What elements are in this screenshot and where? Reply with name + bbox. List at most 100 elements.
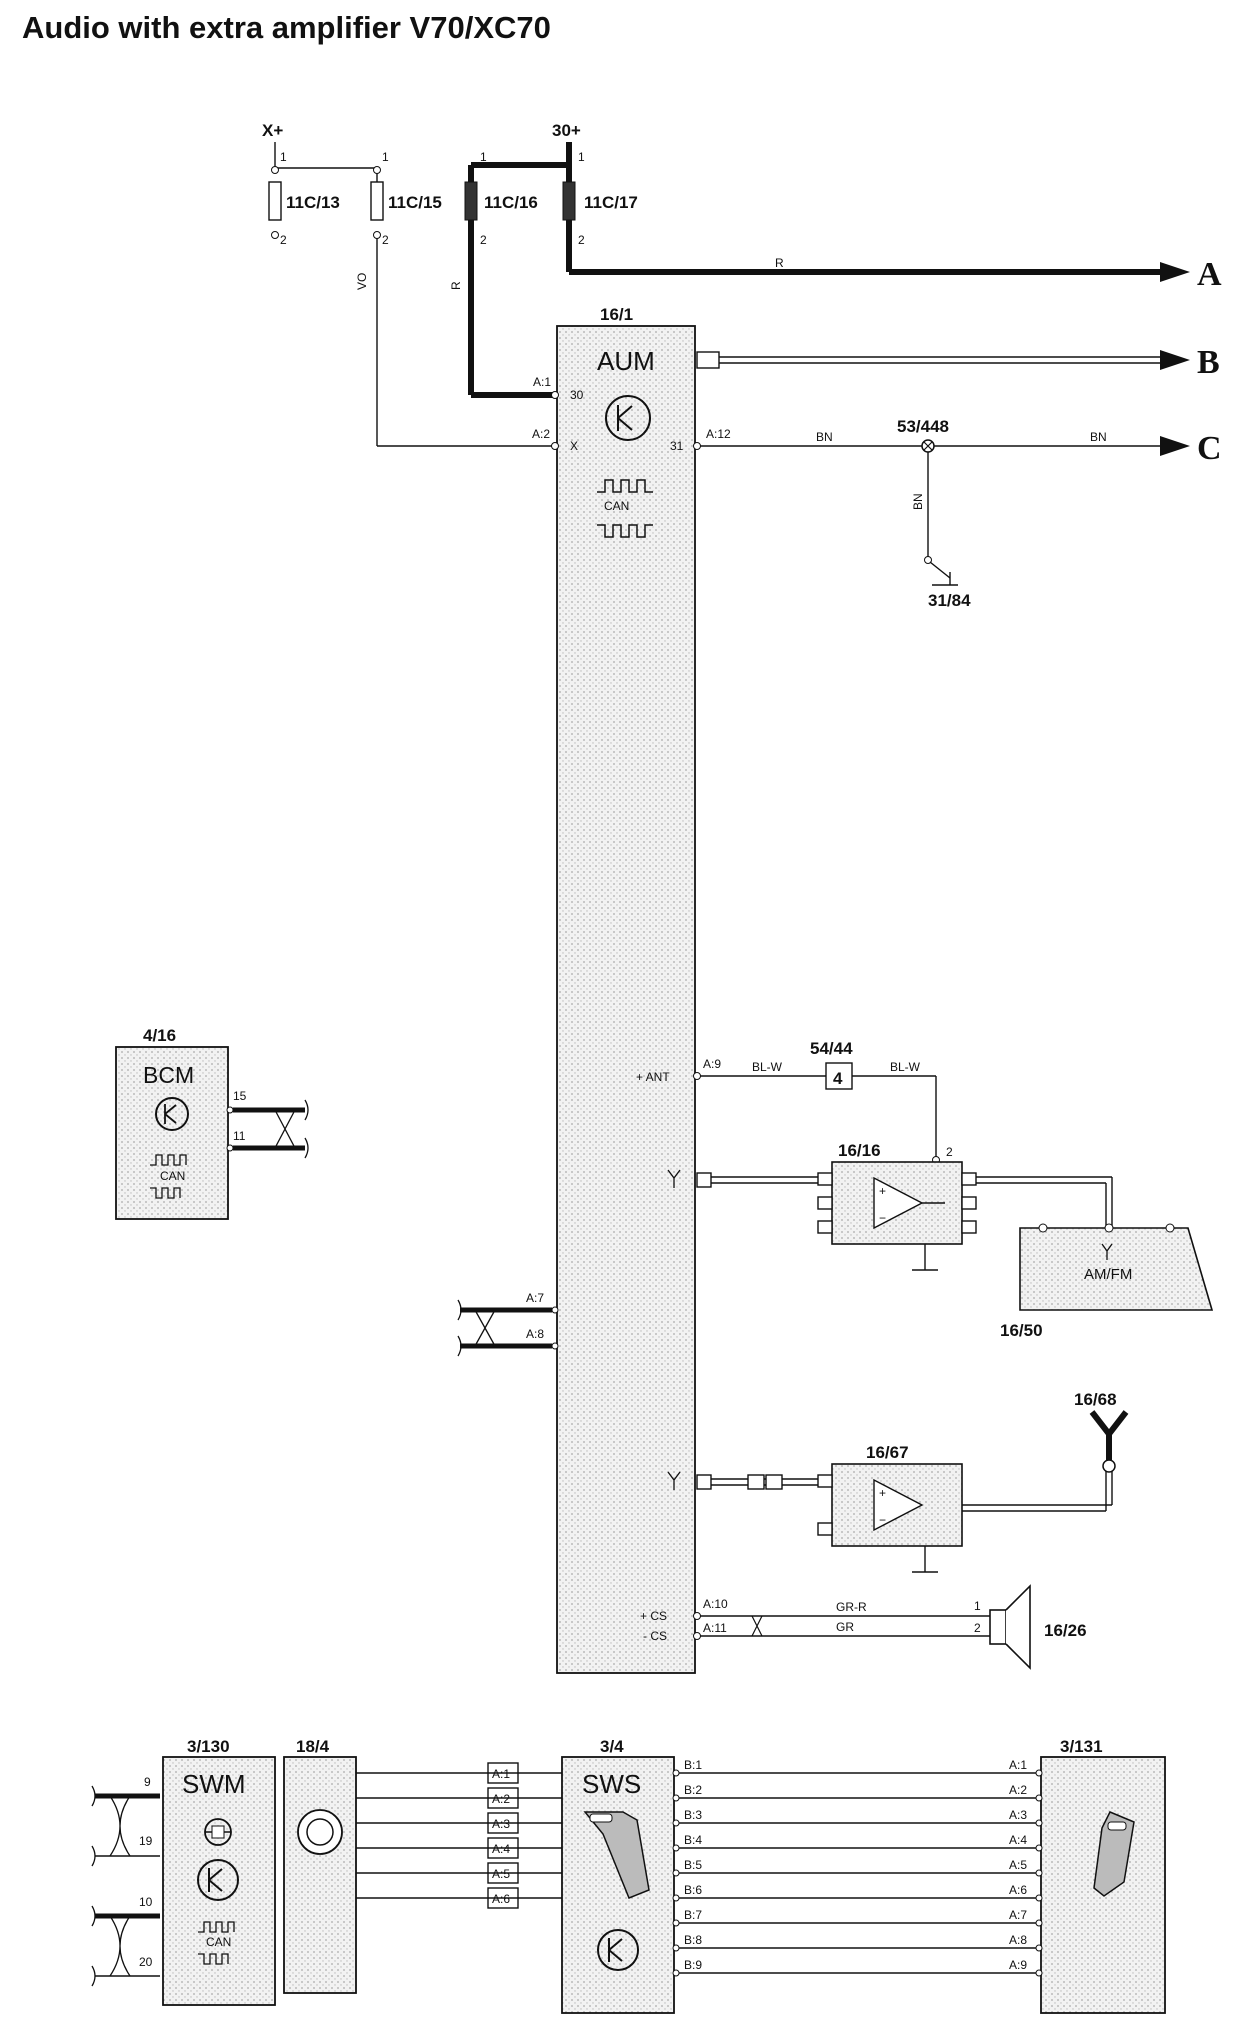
wire-bn1-label: BN (816, 430, 833, 444)
sws-module: 3/4 SWS (561, 1737, 675, 2014)
svg-text:2: 2 (946, 1145, 953, 1159)
sw3131-pin-label: A:2 (1009, 1783, 1027, 1797)
clock-spring-184: 18/4 (283, 1737, 357, 1994)
fuse-11c17: 1 2 11C/17 (562, 150, 638, 247)
sws-id: 3/4 (600, 1737, 624, 1756)
svg-text:16/16: 16/16 (838, 1141, 881, 1160)
amplifier-1616: 16/16 2 + − (817, 1141, 977, 1271)
aum-pin-ant: + ANT (636, 1070, 670, 1084)
svg-text:2: 2 (382, 233, 389, 247)
wire-grr-label: GR-R (836, 1600, 867, 1614)
bcm-id: 4/16 (143, 1026, 176, 1045)
wire-r2-label: R (775, 256, 784, 270)
pin-terminal (672, 1794, 680, 1802)
bcm-pin-15: 15 (233, 1089, 247, 1103)
svg-text:2: 2 (280, 233, 287, 247)
svg-text:A:3: A:3 (492, 1817, 510, 1831)
sws-pin-label: B:5 (684, 1858, 702, 1872)
svg-text:1: 1 (280, 150, 287, 164)
svg-text:1: 1 (382, 150, 389, 164)
pin-terminal (672, 1819, 680, 1827)
sws-pin-label: B:3 (684, 1808, 702, 1822)
svg-text:11C/17: 11C/17 (584, 193, 638, 212)
svg-text:2: 2 (480, 233, 487, 247)
swm-module: 3/130 SWM CAN (162, 1737, 276, 2006)
aum-module: 16/1 AUM CAN (556, 305, 696, 1674)
svg-text:AM/FM: AM/FM (1084, 1266, 1132, 1283)
svg-text:2: 2 (578, 233, 585, 247)
radio-1650: AM/FM 16/50 (1000, 1223, 1214, 1340)
aum-pin-a7: A:7 (526, 1291, 544, 1305)
aum-pin-a1: A:1 (533, 375, 551, 389)
aum-pin-a11: A:11 (703, 1621, 727, 1635)
swm-pins: 9 19 10 20 (91, 1775, 160, 1987)
b30-label: 30+ (552, 121, 581, 140)
pin-terminal (1035, 1919, 1043, 1927)
pin-terminal (1035, 1894, 1043, 1902)
svg-text:16/26: 16/26 (1044, 1621, 1087, 1640)
svg-text:31/84: 31/84 (928, 591, 971, 610)
aum-pin-a8-label: A:8 (526, 1327, 544, 1341)
svg-text:1: 1 (578, 150, 585, 164)
sw3131-pin-label: A:4 (1009, 1833, 1027, 1847)
sw3131-pin-label: A:6 (1009, 1883, 1027, 1897)
svg-text:18/4: 18/4 (296, 1737, 330, 1756)
sws-name: SWS (582, 1769, 641, 1799)
svg-text:1: 1 (974, 1599, 981, 1613)
aum-pin-x: X (570, 439, 578, 453)
aum-antenna-icon (667, 1169, 681, 1188)
output-b: B (1197, 344, 1220, 381)
sws-pin-label: B:2 (684, 1783, 702, 1797)
pin-terminal (672, 1769, 680, 1777)
sws-pin-label: B:6 (684, 1883, 702, 1897)
svg-text:16/68: 16/68 (1074, 1390, 1117, 1409)
splice-53448: 53/448 (897, 417, 949, 453)
aum-id: 16/1 (600, 305, 633, 324)
aum-pin-a12: A:12 (706, 427, 731, 441)
pin-terminal (672, 1894, 680, 1902)
aum-can: CAN (604, 499, 629, 513)
svg-text:53/448: 53/448 (897, 417, 949, 436)
bcm-pin-11: 11 (233, 1129, 246, 1143)
antenna-1668: 16/68 (1074, 1390, 1129, 1473)
wire-bn2-label: BN (1090, 430, 1107, 444)
svg-text:10: 10 (139, 1895, 153, 1909)
wire-blw1-label: BL-W (752, 1060, 783, 1074)
svg-text:54/44: 54/44 (810, 1039, 853, 1058)
svg-text:11C/15: 11C/15 (388, 193, 442, 212)
svg-text:3/131: 3/131 (1060, 1737, 1103, 1756)
svg-text:+: + (879, 1184, 886, 1198)
svg-text:A:6: A:6 (492, 1892, 510, 1906)
svg-text:−: − (879, 1211, 886, 1225)
svg-text:A:5: A:5 (492, 1867, 510, 1881)
ground-3184: 31/84 (924, 556, 971, 610)
bcm-name: BCM (143, 1062, 194, 1088)
xplus-label: X+ (262, 121, 283, 140)
aum-pin-csp: + CS (640, 1609, 667, 1623)
diagram-title: Audio with extra amplifier V70/XC70 (22, 10, 551, 45)
svg-text:16/50: 16/50 (1000, 1321, 1043, 1340)
svg-text:1: 1 (480, 150, 487, 164)
fuse-11c16: 1 2 11C/16 (464, 150, 538, 247)
svg-text:+: + (879, 1486, 886, 1500)
fuse-11c15: 1 2 11C/15 (370, 150, 442, 247)
svg-text:−: − (879, 1513, 886, 1527)
wire-gr-label: GR (836, 1620, 854, 1634)
svg-text:20: 20 (139, 1955, 153, 1969)
sw3131-pin-label: A:9 (1009, 1958, 1027, 1972)
sws-pin-label: B:8 (684, 1933, 702, 1947)
sw3131-pin-label: A:7 (1009, 1908, 1027, 1922)
aum-pin-a10: A:10 (703, 1597, 728, 1611)
sw3131-pin-label: A:8 (1009, 1933, 1027, 1947)
wire-r1-label: R (449, 281, 463, 290)
svg-text:2: 2 (974, 1621, 981, 1635)
svg-text:11C/13: 11C/13 (286, 193, 340, 212)
pin-terminal (672, 1969, 680, 1977)
sws-pin-label: B:4 (684, 1833, 702, 1847)
bcm-can: CAN (160, 1169, 185, 1183)
pin-terminal (1035, 1769, 1043, 1777)
aum-pin-a9: A:9 (703, 1057, 721, 1071)
swm-to-sws-wires (356, 1772, 562, 1899)
